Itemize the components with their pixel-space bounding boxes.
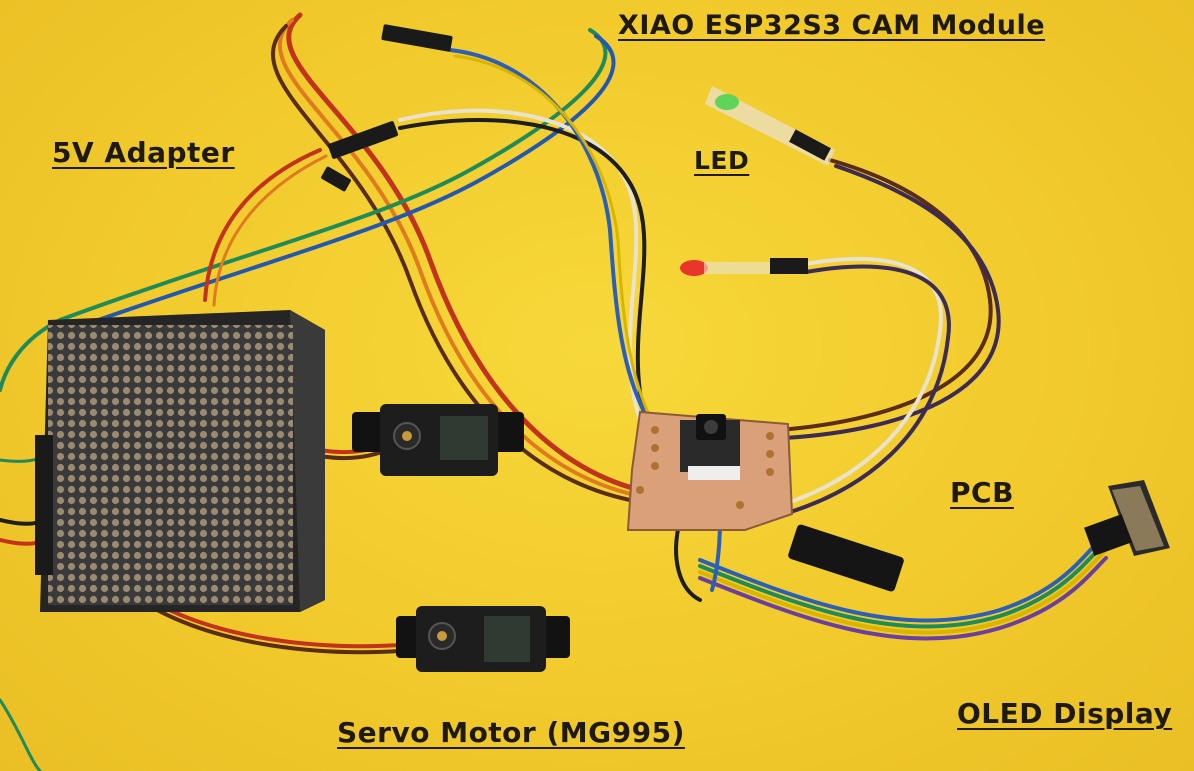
cam-module-label: XIAO ESP32S3 CAM Module bbox=[618, 10, 1046, 41]
led-red bbox=[680, 258, 808, 276]
servo-motor-lower bbox=[396, 606, 570, 672]
led-label: LED bbox=[694, 146, 750, 175]
wire-harness bbox=[0, 12, 1108, 771]
led-green bbox=[705, 86, 835, 166]
pcb-board bbox=[626, 410, 794, 531]
servo-motor-upper bbox=[352, 404, 524, 476]
wire-connectors bbox=[321, 24, 453, 192]
oled-display bbox=[1084, 480, 1170, 556]
seeed-module bbox=[788, 524, 904, 592]
pcb-label: PCB bbox=[950, 476, 1014, 509]
servo-label: Servo Motor (MG995) bbox=[337, 716, 685, 749]
oled-label: OLED Display bbox=[957, 697, 1173, 730]
power-supply-adapter bbox=[35, 310, 325, 612]
adapter-label: 5V Adapter bbox=[52, 136, 235, 169]
